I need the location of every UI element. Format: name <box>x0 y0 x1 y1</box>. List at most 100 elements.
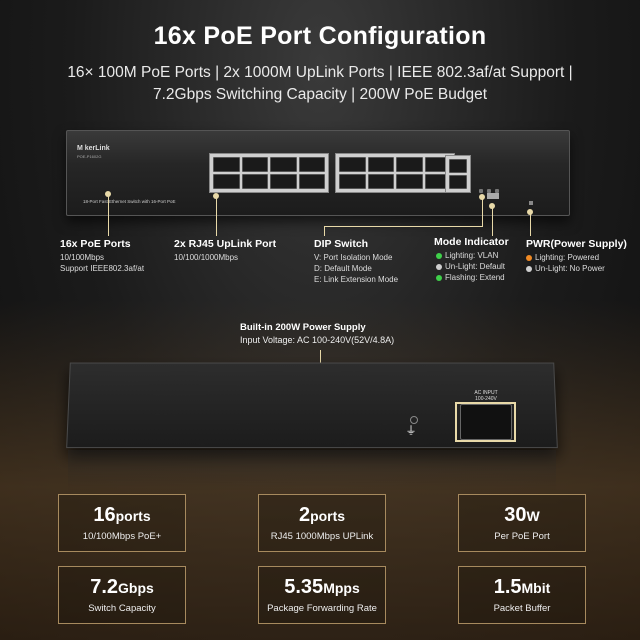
power-supply-title: Built-in 200W Power Supply <box>240 322 366 333</box>
spec-value: 30W <box>459 504 585 527</box>
spec-number: 16 <box>93 504 116 526</box>
spec-label: Switch Capacity <box>88 603 156 614</box>
page-title: 16x PoE Port Configuration <box>153 22 487 50</box>
rj45-port <box>339 174 366 189</box>
leader-line <box>216 196 217 236</box>
rj45-port <box>298 174 325 189</box>
poe-port-group-2 <box>335 153 455 193</box>
leader-line <box>324 226 482 227</box>
leader-dot <box>489 203 495 209</box>
uplink-ports <box>445 155 471 193</box>
uplink-desc: 10/100/1000Mbps <box>174 252 238 263</box>
leader-dot <box>105 191 111 197</box>
spec-value: 16ports <box>59 504 185 527</box>
uplink-port <box>449 175 467 189</box>
leader-dot <box>527 209 533 215</box>
spec-unit: Gbps <box>118 580 154 596</box>
spec-number: 1.5 <box>493 576 522 598</box>
ac-highlight-box <box>455 402 516 442</box>
mode-legend-text: Un-Light: Default <box>445 262 506 271</box>
leader-line <box>482 196 483 227</box>
mode-legend-row: Flashing: Extend <box>436 272 505 283</box>
spec-value: 2ports <box>259 504 385 527</box>
rj45-port <box>241 174 268 189</box>
gray-dot-icon <box>436 263 442 270</box>
leader-line <box>492 206 493 236</box>
mode-leds <box>479 189 499 193</box>
ac-label-line: AC INPUT <box>474 390 498 396</box>
orange-dot-icon <box>526 254 532 261</box>
ac-input-label: AC INPUT 100-240V <box>464 390 508 402</box>
green-dot-icon <box>436 252 442 259</box>
pwr-legend-row: Lighting: Powered <box>526 252 605 263</box>
rear-reflection <box>68 450 556 490</box>
power-supply-input: Input Voltage: AC 100-240V(52V/4.8A) <box>240 335 395 345</box>
spec-unit: Mbit <box>521 580 551 596</box>
spec-label: Packet Buffer <box>493 603 551 614</box>
leader-dot <box>213 193 219 199</box>
led-icon <box>487 189 491 193</box>
mode-legend-row: Un-Light: Default <box>436 261 505 272</box>
mode-legend-text: Lighting: VLAN <box>445 251 499 260</box>
poe-ports-line: 10/100Mbps <box>60 253 105 262</box>
subtitle-line-1: 16× 100M PoE Ports | 2x 1000M UpLink Por… <box>67 64 573 81</box>
spec-label: Per PoE Port <box>494 531 550 542</box>
dip-line: E: Link Extension Mode <box>314 275 399 284</box>
ac-power-socket <box>460 404 512 440</box>
spec-box: 16ports 10/100Mbps PoE+ <box>58 494 186 552</box>
leader-line <box>530 212 531 236</box>
leader-line <box>108 194 109 236</box>
spec-box: 1.5Mbit Packet Buffer <box>458 566 586 624</box>
rj45-port <box>367 157 394 172</box>
leader-line <box>324 226 325 236</box>
spec-number: 5.35 <box>284 576 324 598</box>
rj45-port <box>270 157 297 172</box>
spec-box: 2ports RJ45 1000Mbps UPLink <box>258 494 386 552</box>
poe-port-group-1 <box>209 153 329 193</box>
pwr-title: PWR(Power Supply) <box>526 238 627 250</box>
ground-icon: ⏚ <box>405 425 417 437</box>
spec-box: 30W Per PoE Port <box>458 494 586 552</box>
spec-box: 7.2Gbps Switch Capacity <box>58 566 186 624</box>
green-dot-icon <box>436 274 442 281</box>
switch-front-panel: M kerLink POE-P1602G 18-Port Fast Ethern… <box>66 130 570 216</box>
mode-legend: Lighting: VLAN Un-Light: Default Flashin… <box>436 250 505 283</box>
rj45-port <box>396 174 423 189</box>
mode-legend-text: Flashing: Extend <box>445 273 505 282</box>
led-icon <box>479 189 483 193</box>
rj45-port <box>213 157 240 172</box>
spec-unit: Mpps <box>323 580 360 596</box>
pwr-legend-text: Lighting: Powered <box>535 253 600 262</box>
uplink-title: 2x RJ45 UpLink Port <box>174 238 277 250</box>
spec-unit: ports <box>115 508 151 524</box>
spec-box: 5.35Mpps Package Forwarding Rate <box>258 566 386 624</box>
dip-line: V: Port Isolation Mode <box>314 253 393 262</box>
uplink-line: 10/100/1000Mbps <box>174 253 239 262</box>
mode-title: Mode Indicator <box>434 236 509 248</box>
rj45-port <box>396 157 423 172</box>
dip-desc: V: Port Isolation Mode D: Default Mode E… <box>314 252 398 285</box>
rj45-port <box>213 174 240 189</box>
spec-value: 5.35Mpps <box>259 576 385 599</box>
spec-value: 1.5Mbit <box>459 576 585 599</box>
spec-value: 7.2Gbps <box>59 576 185 599</box>
device-description: 18-Port Fast Ethernet Switch with 16-Por… <box>83 199 176 204</box>
spec-number: 2 <box>298 504 311 526</box>
poe-ports-desc: 10/100Mbps Support IEEE802.3af/at <box>60 252 144 274</box>
mode-legend-row: Lighting: VLAN <box>436 250 505 261</box>
ground-screw-icon <box>410 416 418 424</box>
rj45-port <box>367 174 394 189</box>
uplink-port <box>449 159 467 173</box>
ac-label-line: 100-240V <box>475 396 497 402</box>
gray-dot-icon <box>526 265 532 272</box>
subtitle-line-2: 7.2Gbps Switching Capacity | 200W PoE Bu… <box>152 86 487 103</box>
brand-logo: M kerLink <box>77 145 110 152</box>
pwr-legend: Lighting: Powered Un-Light: No Power <box>526 252 605 274</box>
model-number: POE-P1602G <box>77 154 102 159</box>
dip-line: D: Default Mode <box>314 264 372 273</box>
spec-unit: W <box>526 508 540 524</box>
pwr-legend-row: Un-Light: No Power <box>526 263 605 274</box>
poe-ports-title: 16x PoE Ports <box>60 238 131 250</box>
spec-number: 7.2 <box>90 576 119 598</box>
rj45-port <box>298 157 325 172</box>
